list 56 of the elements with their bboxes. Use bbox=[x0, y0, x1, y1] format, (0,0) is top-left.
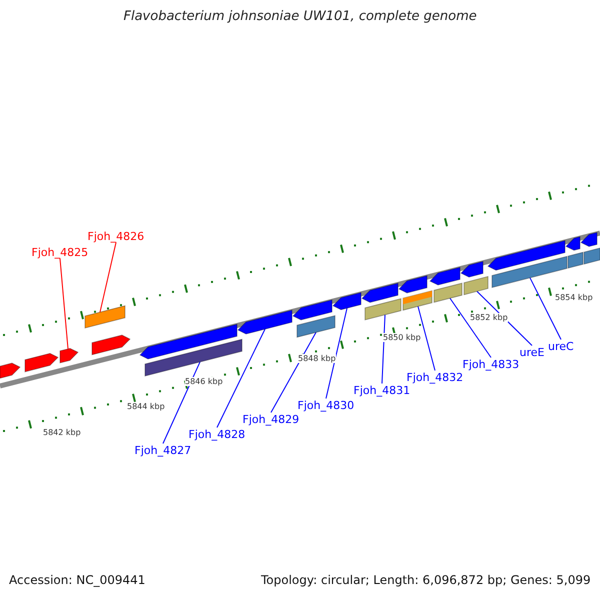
gene-block bbox=[565, 236, 580, 251]
gene-block bbox=[139, 324, 238, 360]
chart-title: Flavobacterium johnsoniae UW101, complete genome bbox=[124, 10, 477, 23]
gene-bar bbox=[568, 252, 584, 269]
gene-label: Fjoh_4829 bbox=[242, 412, 300, 426]
scale-label: 5850 kbp bbox=[383, 333, 421, 342]
gene-label: Fjoh_4832 bbox=[406, 370, 464, 384]
leader-line bbox=[530, 277, 562, 340]
scale-label: 5848 kbp bbox=[298, 354, 336, 363]
leader-line bbox=[100, 242, 116, 313]
gene-bar bbox=[144, 338, 242, 377]
leader-line bbox=[476, 290, 532, 346]
gene-block bbox=[429, 266, 460, 286]
gene-label: Fjoh_4828 bbox=[188, 428, 246, 440]
gene-block bbox=[60, 348, 79, 364]
scale-label: 5852 kbp bbox=[470, 313, 508, 322]
scale-label: 5854 kbp bbox=[555, 293, 593, 302]
scale-label: 5844 kbp bbox=[127, 402, 165, 411]
scale-label: 5842 kbp bbox=[43, 428, 81, 437]
gene-label: ureC bbox=[548, 340, 574, 352]
gene-bar bbox=[584, 247, 600, 265]
gene-block bbox=[460, 260, 484, 278]
gene-block bbox=[292, 299, 332, 320]
genome-info-text: Topology: circular; Length: 6,096,872 bp; Genes: 5,099 bbox=[261, 574, 591, 587]
gene-bar bbox=[492, 256, 568, 288]
leader-line bbox=[270, 332, 316, 413]
leader-line bbox=[162, 361, 200, 444]
accession-text: Accession: NC_009441 bbox=[9, 574, 146, 587]
gene-block bbox=[580, 232, 598, 247]
gene-block bbox=[332, 292, 362, 310]
gene-block bbox=[92, 334, 131, 356]
gene-label: Fjoh_4830 bbox=[298, 398, 354, 412]
gene-block bbox=[361, 282, 398, 303]
leader-line bbox=[60, 258, 68, 350]
gene-label: Fjoh_4833 bbox=[462, 358, 520, 370]
gene-label: Fjoh_4825 bbox=[32, 246, 88, 258]
leader-line bbox=[418, 306, 436, 371]
gene-label: Fjoh_4831 bbox=[354, 384, 410, 396]
gene-block bbox=[237, 310, 292, 334]
gene-bar bbox=[464, 276, 488, 296]
leader-line bbox=[326, 308, 348, 399]
gene-bar bbox=[84, 305, 126, 329]
leader-line bbox=[216, 328, 266, 428]
leader-line bbox=[382, 314, 386, 384]
gene-bar bbox=[296, 315, 336, 338]
gene-label: Fjoh_4826 bbox=[88, 230, 144, 242]
gene-label: ureE bbox=[520, 346, 544, 358]
leader-line bbox=[450, 298, 492, 358]
gene-block bbox=[487, 240, 566, 271]
gene-block bbox=[0, 362, 21, 379]
gene-bar bbox=[402, 290, 432, 311]
gene-label: Fjoh_4827 bbox=[134, 444, 192, 456]
scale-label: 5846 kbp bbox=[185, 377, 223, 386]
gene-bar bbox=[364, 298, 402, 320]
gene-block bbox=[398, 275, 428, 294]
gene-bar bbox=[434, 282, 462, 303]
